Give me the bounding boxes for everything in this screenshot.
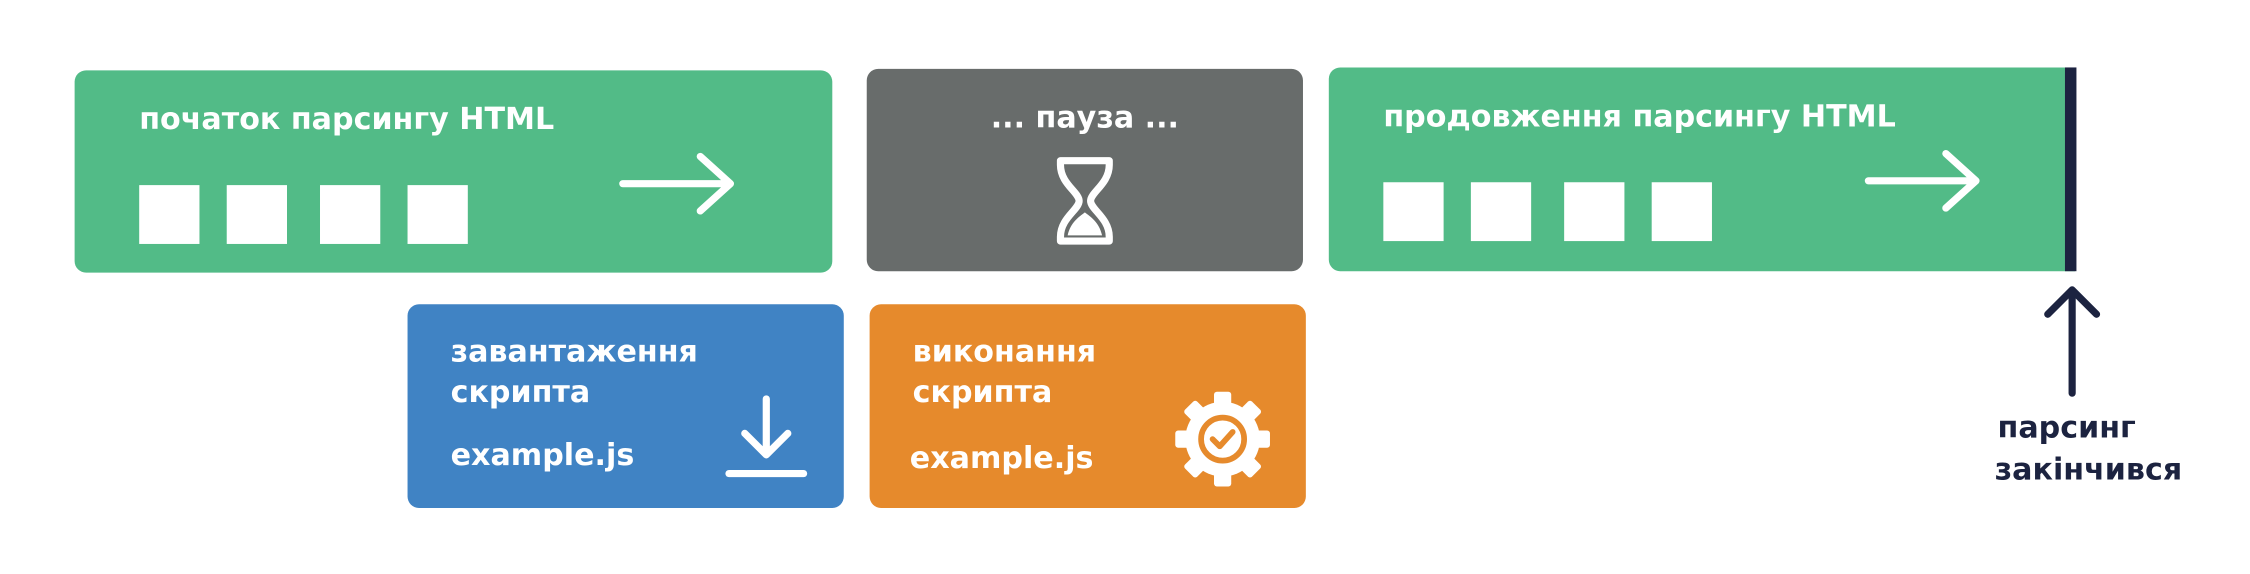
script-exec-label-line1: виконання — [912, 334, 1097, 369]
parse-end-line — [2064, 67, 2077, 272]
script-load-label-line1: завантаження — [450, 334, 698, 369]
token-square — [1470, 182, 1532, 242]
parse-continue-block: продовження парсингу HTML — [1328, 67, 2076, 272]
parse-end-note-line2: закінчився — [1994, 452, 2183, 487]
token-square — [320, 185, 381, 244]
hourglass-icon — [1056, 157, 1113, 245]
arrow-right-icon — [619, 152, 735, 215]
script-exec-label-line2: скрипта — [912, 374, 1053, 409]
arrow-up-icon — [2044, 286, 2101, 397]
token-square — [139, 185, 200, 244]
download-icon — [725, 395, 808, 478]
pause-block: ... пауза ... — [866, 68, 1303, 272]
token-square — [407, 185, 468, 244]
parse-start-label: початок парсингу HTML — [139, 101, 555, 137]
script-load-label-line2: скрипта — [450, 374, 591, 409]
parse-end-note-line1: парсинг — [1997, 410, 2136, 445]
token-square — [1564, 182, 1625, 242]
gear-check-icon — [1175, 391, 1270, 487]
token-square — [1651, 182, 1712, 242]
token-square — [226, 185, 287, 244]
script-exec-block: виконання скрипта example.js — [869, 304, 1306, 508]
arrow-right-icon — [1864, 149, 1980, 212]
script-exec-filename: example.js — [909, 440, 1094, 475]
token-square — [1383, 182, 1444, 242]
script-load-filename: example.js — [450, 437, 635, 473]
parse-start-block: початок парсингу HTML — [74, 70, 833, 273]
parse-continue-label: продовження парсингу HTML — [1383, 99, 1896, 134]
script-load-block: завантаження скрипта example.js — [407, 304, 844, 508]
pause-label: ... пауза ... — [990, 100, 1180, 135]
